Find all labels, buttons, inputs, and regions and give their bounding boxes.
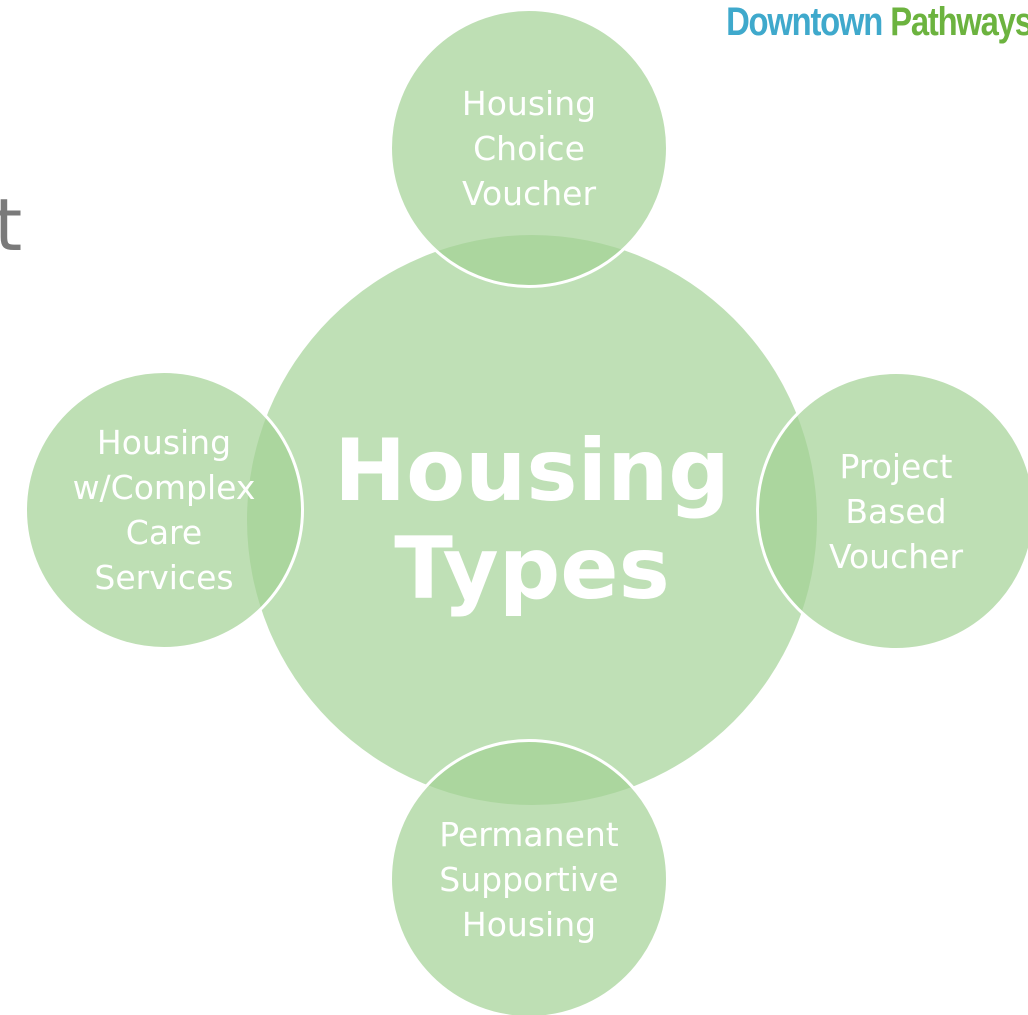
center-label: Housing Types xyxy=(334,421,730,619)
satellite-circle-top: Housing Choice Voucher xyxy=(389,8,669,288)
satellite-label-top: Housing Choice Voucher xyxy=(461,83,597,213)
satellite-label-left: Housing w/Complex Care Services xyxy=(72,423,256,597)
satellite-circle-right: Project Based Voucher xyxy=(756,371,1028,651)
cropped-edge-text: t xyxy=(0,183,23,267)
satellite-label-bottom: Permanent Supportive Housing xyxy=(439,814,619,944)
brand-word-downtown: Downtown xyxy=(726,0,883,44)
center-circle: Housing Types xyxy=(247,235,817,805)
brand-word-pathways: Pathways xyxy=(890,0,1028,44)
satellite-circle-left: Housing w/Complex Care Services xyxy=(24,370,304,650)
satellite-label-right: Project Based Voucher xyxy=(828,446,964,576)
satellite-circle-bottom: Permanent Supportive Housing xyxy=(389,739,669,1015)
